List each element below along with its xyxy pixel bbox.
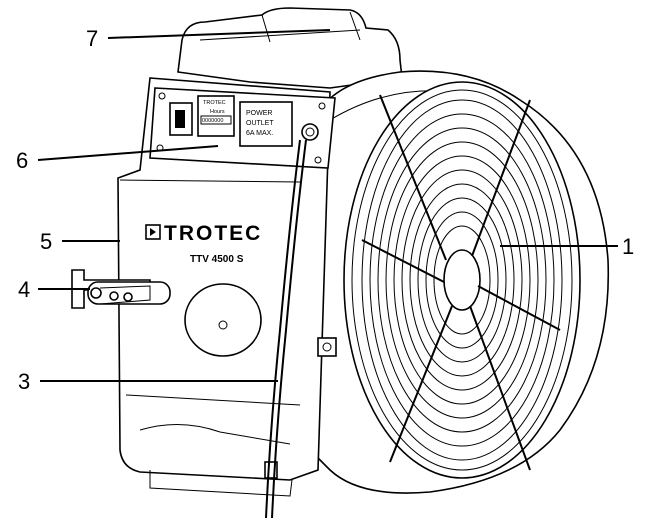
outlet-line-3: 6A MAX. — [246, 130, 273, 137]
trotec-logo-icon — [150, 228, 156, 236]
hour-meter-brand: TROTEC — [203, 100, 226, 106]
outlet-line-1: POWER — [246, 110, 272, 117]
cable-hook — [71, 269, 171, 309]
brand-logo: TROTEC TTV 4500 S — [145, 222, 262, 265]
fan-hub — [443, 249, 481, 311]
cable-gland — [301, 123, 319, 141]
round-cover-plate — [184, 283, 262, 357]
callout-5: 5 — [40, 229, 52, 254]
hour-meter-label: Hours — [210, 109, 225, 115]
side-latch — [317, 337, 337, 357]
carry-handle — [177, 7, 403, 89]
callout-6: 6 — [16, 148, 28, 173]
hour-meter-digits: 0000000 — [202, 118, 223, 124]
outlet-line-2: OUTLET — [246, 120, 274, 127]
power-outlet[interactable] — [239, 101, 293, 147]
control-panel: TROTEC Hours 0000000 POWER OUTLET 6A MAX… — [149, 87, 336, 169]
callout-3: 3 — [18, 369, 30, 394]
callout-1: 1 — [622, 234, 634, 259]
callout-7: 7 — [86, 26, 98, 51]
callout-4: 4 — [18, 277, 30, 302]
fan-grille — [361, 94, 563, 471]
switch-rocker-icon — [175, 110, 185, 128]
callout-lines — [37, 29, 618, 382]
brand-name: TROTEC — [164, 222, 262, 245]
model-name: TTV 4500 S — [190, 254, 244, 265]
power-cable — [265, 139, 301, 519]
fan-body — [117, 77, 331, 497]
